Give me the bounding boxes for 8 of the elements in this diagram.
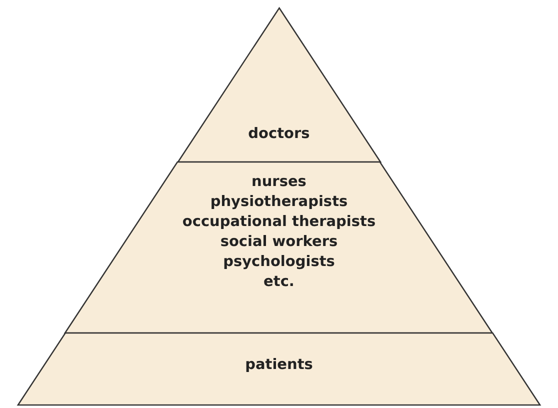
tier-label: physiotherapists (210, 193, 348, 212)
tier-label: occupational therapists (182, 213, 376, 232)
tier-label: doctors (248, 125, 310, 144)
tier-label: nurses (252, 173, 306, 192)
tier-label: psychologists (223, 253, 335, 272)
tier-label: social workers (220, 233, 338, 252)
tier-label: etc. (264, 273, 294, 292)
tier-label: patients (245, 356, 313, 375)
